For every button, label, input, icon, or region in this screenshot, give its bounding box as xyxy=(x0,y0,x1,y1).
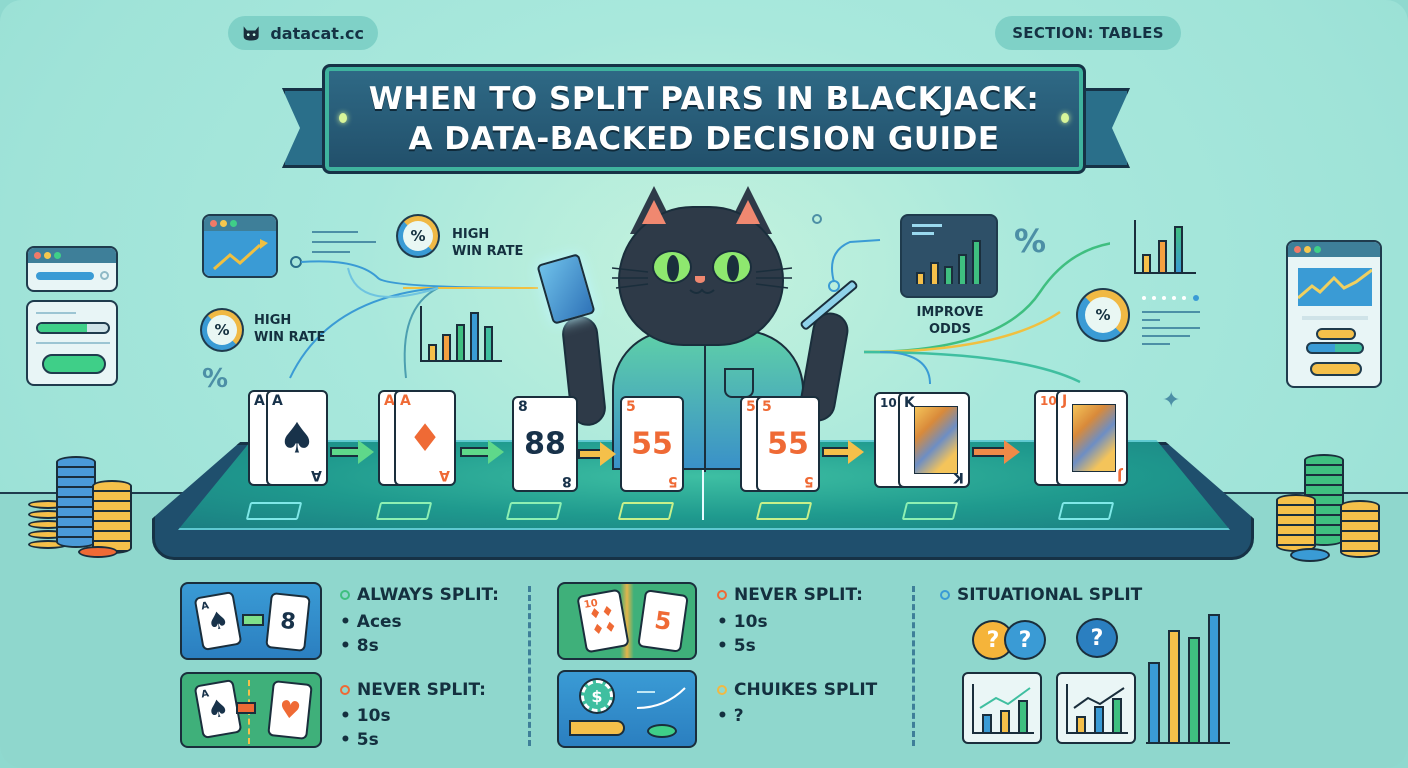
bet-spot[interactable] xyxy=(755,502,813,520)
situational-split-heading: SITUATIONAL SPLIT xyxy=(940,585,1142,605)
brand-name: datacat.cc xyxy=(270,23,364,43)
always-split-thumbnail: A ♠ 8 xyxy=(180,582,322,660)
bet-spot[interactable] xyxy=(617,502,675,520)
column-divider xyxy=(528,586,531,746)
never-split-heading-2: NEVER SPLIT: xyxy=(717,585,863,605)
sparkle-icon: ✦ xyxy=(1162,388,1181,413)
orange-bullet-icon xyxy=(717,590,727,600)
cat-ear-inner-right xyxy=(736,200,760,224)
arrow-right-icon xyxy=(242,614,264,626)
percent-ring-icon-3: % xyxy=(1078,290,1128,340)
question-bubble-icon: ? xyxy=(1004,620,1046,660)
bet-spot[interactable] xyxy=(1057,502,1115,520)
mini-chart-icon-2 xyxy=(1056,672,1136,744)
playing-card-jack-diamonds[interactable]: J J xyxy=(1056,390,1128,486)
percent-symbol-icon: % xyxy=(202,364,229,394)
page-title-line-2: A DATA-BACKED DECISION GUIDE xyxy=(408,121,1000,157)
playing-card-ace-spades[interactable]: A ♠ A xyxy=(266,390,328,486)
arrow-right-icon xyxy=(972,440,1020,464)
bet-spot[interactable] xyxy=(375,502,433,520)
arrow-right-icon xyxy=(330,440,374,464)
playing-card-ace-diamonds[interactable]: A ♦ A xyxy=(394,390,456,486)
mini-chart-icon xyxy=(962,672,1042,744)
never-split-item: • 5s xyxy=(340,730,379,750)
spade-icon: ♠ xyxy=(278,413,316,463)
never-split-item: • 10s xyxy=(340,706,391,726)
percent-ring-icon: % xyxy=(398,216,438,256)
jack-face-icon xyxy=(1072,404,1116,472)
hand-icon xyxy=(569,720,625,736)
dot-icon xyxy=(812,214,822,224)
percent-symbol-icon-2: % xyxy=(1014,222,1047,260)
connector-lines xyxy=(289,231,539,379)
bet-spot[interactable] xyxy=(245,502,303,520)
bar-chart-icon-2 xyxy=(1134,220,1196,274)
dollar-chip-icon: $ xyxy=(581,680,613,712)
cat-eye-left xyxy=(652,250,692,284)
chuikes-split-heading: CHUIKES SPLIT xyxy=(717,680,877,700)
arrow-right-icon xyxy=(578,442,616,466)
always-split-item: • 8s xyxy=(340,636,379,656)
chuikes-split-item: • ? xyxy=(717,706,744,726)
table-divider xyxy=(702,440,704,520)
cat-whiskers xyxy=(612,267,792,294)
percent-ring-icon-2: % xyxy=(202,310,242,350)
never-split-thumbnail-2: 10 ♦♦♦♦ 5 xyxy=(557,582,697,660)
blue-bullet-icon xyxy=(940,590,950,600)
never-split-heading: NEVER SPLIT: xyxy=(340,680,486,700)
dashboard-window-icon xyxy=(1286,240,1382,388)
trend-window-icon xyxy=(202,214,278,278)
text-lines-icon xyxy=(1142,295,1200,345)
bet-spot[interactable] xyxy=(505,502,563,520)
chip-icon xyxy=(647,724,677,738)
never-split-item: • 5s xyxy=(717,636,756,656)
arrow-right-icon xyxy=(236,702,256,714)
cat-nose xyxy=(695,276,705,283)
section-badge[interactable]: SECTION: TABLES xyxy=(995,16,1181,50)
cat-logo-icon xyxy=(243,26,259,41)
bar xyxy=(1188,637,1200,742)
situational-bar-chart xyxy=(1146,614,1230,744)
banner-light-left xyxy=(339,113,347,123)
orange-bullet-icon xyxy=(340,685,350,695)
green-bullet-icon xyxy=(340,590,350,600)
never-split-item: • 10s xyxy=(717,612,768,632)
column-divider-2 xyxy=(912,586,915,746)
bar xyxy=(1208,614,1220,742)
bar xyxy=(1148,662,1160,742)
always-split-heading: ALWAYS SPLIT: xyxy=(340,585,499,605)
trend-chart-icon xyxy=(204,231,276,276)
question-bubble-icon: ? xyxy=(1076,618,1118,658)
chuikes-split-thumbnail: $ xyxy=(557,670,697,748)
trend-line-icon xyxy=(636,687,686,709)
playing-card-fives[interactable]: 5 55 5 xyxy=(620,396,684,492)
cat-eye-right xyxy=(712,250,752,284)
always-split-item: • Aces xyxy=(340,612,402,632)
brand-badge[interactable]: datacat.cc xyxy=(228,16,378,50)
playing-card-eights[interactable]: 8 88 8 xyxy=(512,396,578,492)
playing-card-king-spades[interactable]: K K xyxy=(898,392,970,488)
bar xyxy=(1168,630,1180,742)
bet-spot[interactable] xyxy=(901,502,959,520)
banner-light-right xyxy=(1061,113,1069,123)
arrow-right-icon xyxy=(822,440,864,464)
never-split-thumbnail: A ♠ ♥ xyxy=(180,672,322,748)
bar-chart-icon xyxy=(420,306,502,362)
title-banner: WHEN TO SPLIT PAIRS IN BLACKJACK: A DATA… xyxy=(322,64,1086,174)
form-window-icon xyxy=(26,300,118,386)
connector-lines-right xyxy=(828,239,1110,385)
yellow-bullet-icon xyxy=(717,685,727,695)
diamond-icon: ♦ xyxy=(407,416,443,460)
king-face-icon xyxy=(914,406,958,474)
page-title-line-1: WHEN TO SPLIT PAIRS IN BLACKJACK: xyxy=(368,81,1040,117)
improve-odds-chart-icon xyxy=(900,214,998,298)
playing-card-fives-pair[interactable]: 5 55 5 xyxy=(756,396,820,492)
browser-window-icon xyxy=(26,246,118,292)
line-chart-icon xyxy=(1298,268,1372,306)
arrow-right-icon xyxy=(460,440,504,464)
cat-ear-inner-left xyxy=(642,200,666,224)
